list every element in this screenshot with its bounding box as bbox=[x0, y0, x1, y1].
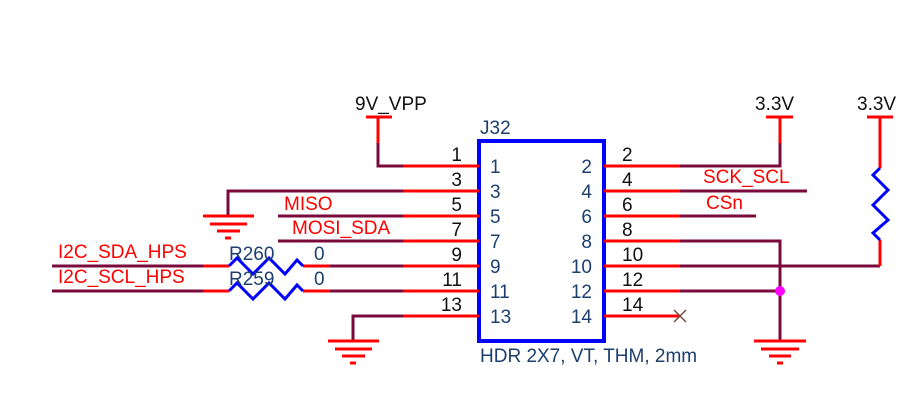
svg-text:1: 1 bbox=[451, 145, 462, 166]
net-label-miso: MISO bbox=[284, 194, 333, 215]
pin-stubs bbox=[403, 164, 680, 318]
pullup-resistor[interactable] bbox=[870, 166, 891, 242]
resistor-r260[interactable] bbox=[227, 255, 305, 277]
svg-text:10: 10 bbox=[622, 245, 643, 266]
svg-text:12: 12 bbox=[571, 282, 592, 303]
resistor-ref-r260: R260 bbox=[229, 244, 274, 265]
svg-text:9: 9 bbox=[451, 245, 462, 266]
svg-text:1: 1 bbox=[490, 157, 501, 178]
svg-text:5: 5 bbox=[451, 195, 462, 216]
ground-icon bbox=[754, 339, 806, 365]
inner-left-pin-numbers: 1 3 5 7 9 11 13 bbox=[490, 157, 511, 328]
wire-pin1[interactable] bbox=[376, 143, 403, 168]
net-label-mosi-sda: MOSI_SDA bbox=[292, 218, 391, 239]
svg-text:3: 3 bbox=[451, 170, 462, 191]
resistor-ref-r259: R259 bbox=[229, 269, 274, 290]
no-connect-icon bbox=[673, 309, 687, 323]
net-label-sck-scl: SCK_SCL bbox=[703, 167, 790, 188]
power-symbol-3v3-a bbox=[766, 115, 793, 143]
svg-text:7: 7 bbox=[490, 232, 501, 253]
svg-text:13: 13 bbox=[441, 295, 462, 316]
svg-text:14: 14 bbox=[622, 295, 644, 316]
svg-text:4: 4 bbox=[581, 182, 592, 203]
svg-text:3: 3 bbox=[490, 182, 501, 203]
net-label-i2c-sda-hps: I2C_SDA_HPS bbox=[58, 242, 187, 263]
svg-text:12: 12 bbox=[622, 270, 643, 291]
svg-text:2: 2 bbox=[622, 145, 633, 166]
power-label-9v-vpp: 9V_VPP bbox=[355, 94, 427, 115]
power-symbol-3v3-b bbox=[867, 115, 893, 266]
svg-text:10: 10 bbox=[571, 257, 592, 278]
svg-text:8: 8 bbox=[622, 220, 633, 241]
resistor-value-r259: 0 bbox=[314, 269, 325, 290]
svg-text:14: 14 bbox=[571, 307, 593, 328]
ground-icon bbox=[328, 339, 379, 365]
outer-left-pin-numbers: 1 3 5 7 9 11 13 bbox=[441, 145, 462, 316]
wire-pin3[interactable] bbox=[226, 189, 403, 216]
svg-text:5: 5 bbox=[490, 207, 501, 228]
power-label-3v3-a: 3.3V bbox=[755, 94, 794, 115]
svg-text:7: 7 bbox=[451, 220, 462, 241]
svg-text:11: 11 bbox=[490, 282, 510, 303]
junction-dot bbox=[775, 286, 785, 296]
power-symbol-9v bbox=[366, 115, 392, 143]
inner-right-pin-numbers: 2 4 6 8 10 12 14 bbox=[571, 157, 593, 328]
net-label-csn: CSn bbox=[706, 193, 743, 214]
net-label-i2c-scl-hps: I2C_SCL_HPS bbox=[58, 267, 185, 288]
connector-description: HDR 2X7, VT, THM, 2mm bbox=[480, 346, 697, 367]
svg-text:8: 8 bbox=[581, 232, 592, 253]
resistor-value-r260: 0 bbox=[314, 244, 325, 265]
power-label-3v3-b: 3.3V bbox=[857, 94, 896, 115]
svg-text:9: 9 bbox=[490, 257, 501, 278]
outer-right-pin-numbers: 2 4 6 8 10 12 14 bbox=[622, 145, 644, 316]
wire-pin2[interactable] bbox=[680, 143, 782, 168]
svg-text:2: 2 bbox=[581, 157, 592, 178]
wire-pin8-pin12-ground[interactable] bbox=[680, 239, 782, 341]
svg-text:6: 6 bbox=[622, 195, 633, 216]
svg-text:11: 11 bbox=[442, 270, 462, 291]
connector-ref: J32 bbox=[480, 118, 511, 139]
svg-text:13: 13 bbox=[490, 307, 511, 328]
resistor-r259[interactable] bbox=[227, 280, 305, 302]
svg-text:6: 6 bbox=[581, 207, 592, 228]
svg-text:4: 4 bbox=[622, 170, 633, 191]
ground-icon bbox=[203, 214, 254, 240]
wire-pin13[interactable] bbox=[351, 314, 403, 341]
